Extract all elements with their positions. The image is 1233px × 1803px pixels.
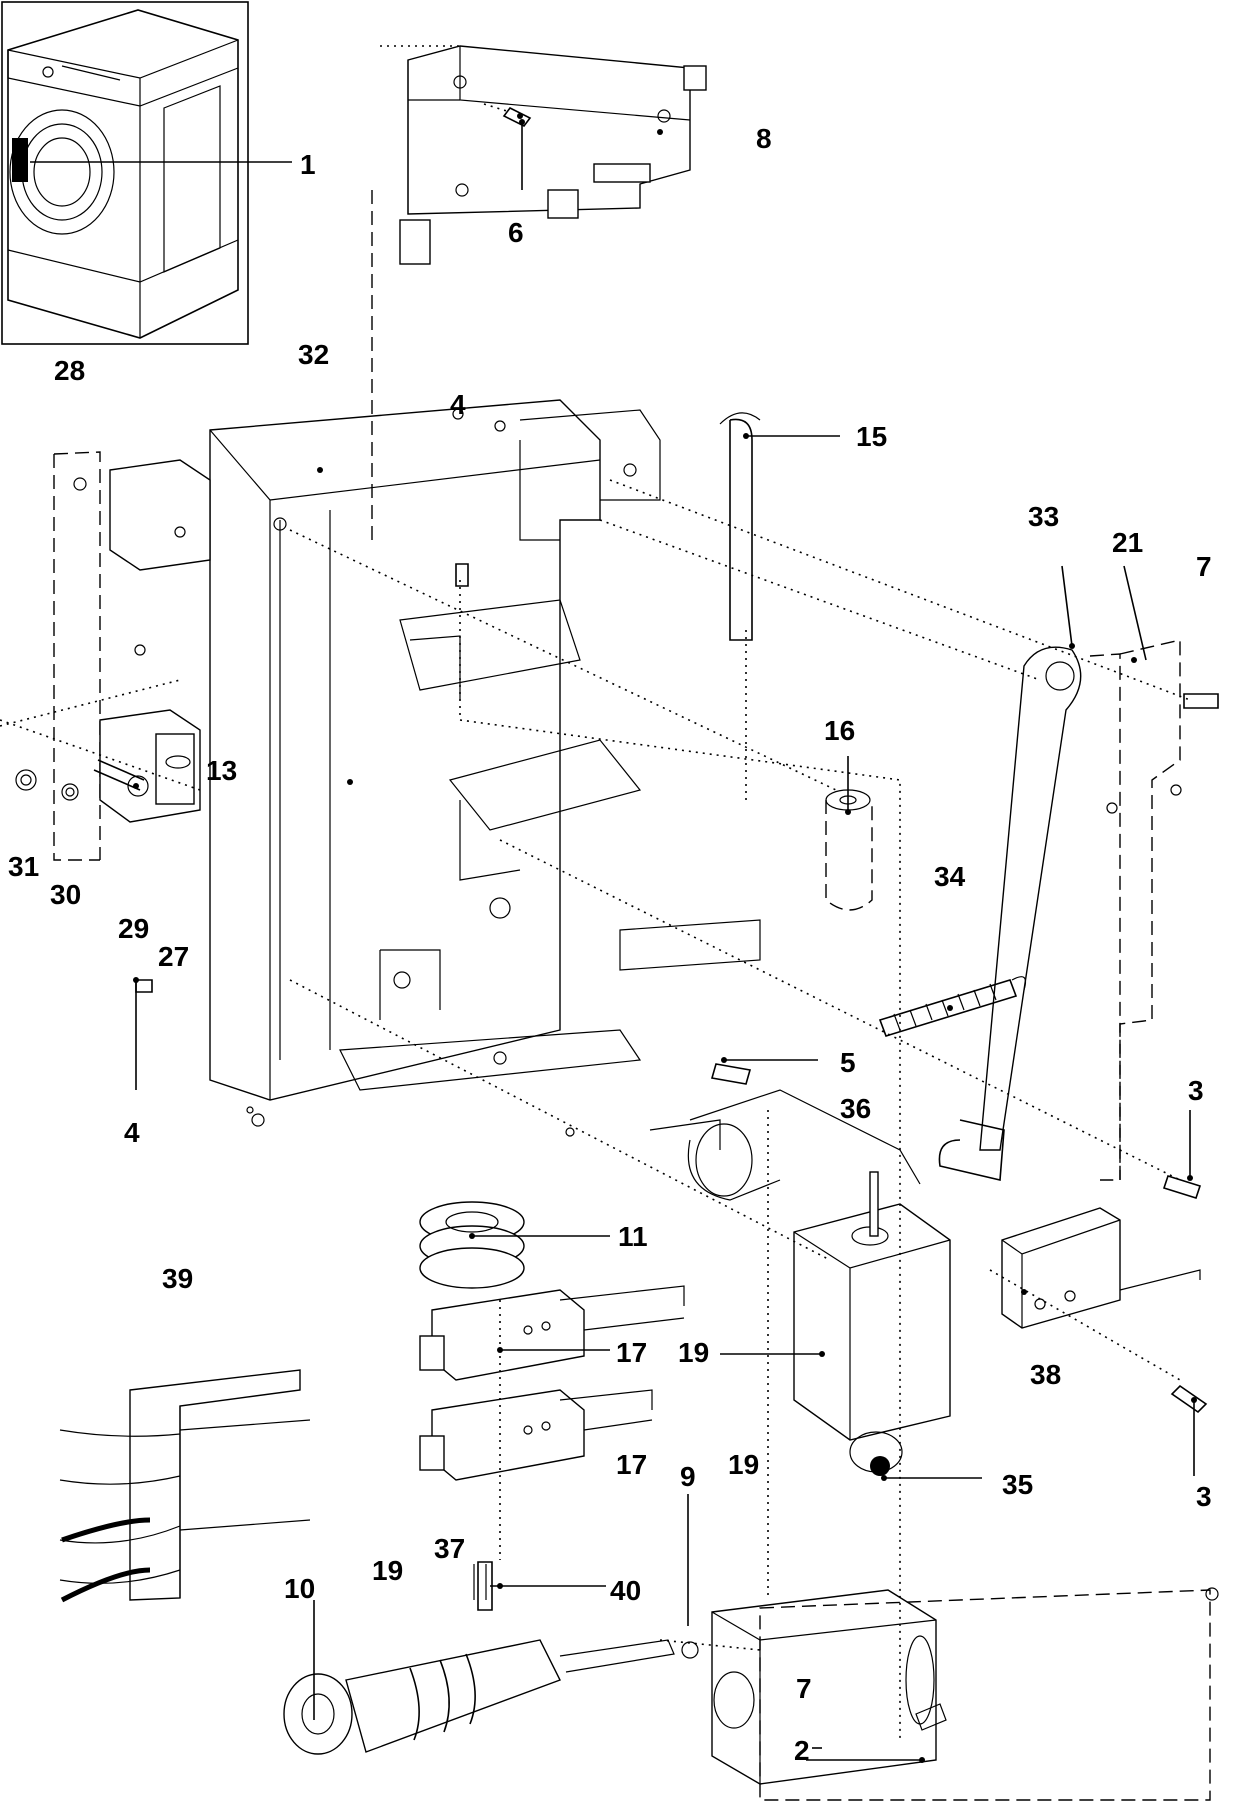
callout-10: 10 (284, 1573, 315, 1604)
callout-38: 38 (1030, 1359, 1061, 1390)
callout-15: 15 (856, 421, 887, 452)
callout-40: 40 (610, 1575, 641, 1606)
part-10-plunger (283, 1561, 699, 1755)
part-7-housing (711, 1589, 937, 1785)
callout-28: 28 (54, 355, 85, 386)
callout-35: 35 (1002, 1469, 1033, 1500)
callout-39: 39 (162, 1263, 193, 1294)
callout-27: 27 (158, 941, 189, 972)
callout-7-bottom: 7 (796, 1673, 812, 1704)
assembly-guide-lines (289, 190, 1191, 1740)
callout-1: 1 (300, 149, 316, 180)
callout-4-left: 4 (124, 1117, 140, 1148)
callout-5: 5 (840, 1047, 856, 1078)
callout-3-lower: 3 (1196, 1481, 1212, 1512)
callout-34: 34 (934, 861, 966, 892)
callout-17-lower: 17 (616, 1449, 647, 1480)
callout-16: 16 (824, 715, 855, 746)
screws (135, 563, 1219, 1414)
callout-19-middle: 19 (728, 1449, 759, 1480)
cable-connector (59, 1369, 311, 1603)
callout-29: 29 (118, 913, 149, 944)
callout-7-top: 7 (1196, 551, 1212, 582)
door-lock-highlight (12, 138, 28, 182)
callout-labels: 1 8 6 28 32 4 15 33 21 7 16 13 31 30 34 … (8, 123, 1212, 1766)
callout-30: 30 (50, 879, 81, 910)
callout-13: 13 (206, 755, 237, 786)
callout-19-right: 19 (678, 1337, 709, 1368)
callout-8: 8 (756, 123, 772, 154)
part-2-base (759, 1587, 1219, 1801)
callout-36: 36 (840, 1093, 871, 1124)
callout-11: 11 (618, 1221, 648, 1252)
part-16-pin (825, 789, 873, 911)
callout-33: 33 (1028, 501, 1059, 532)
callout-19-left: 19 (372, 1555, 403, 1586)
callout-2: 2 (794, 1735, 810, 1766)
appliance-inset (1, 1, 249, 345)
part-11-coil (419, 1201, 525, 1289)
callout-31: 31 (8, 851, 39, 882)
part-33-lever (938, 646, 1082, 1181)
part-17-switches (419, 1285, 685, 1481)
callout-3-upper: 3 (1188, 1075, 1204, 1106)
part-21-plate (1089, 639, 1182, 1181)
part-4-main-frame (209, 399, 761, 1150)
left-bracket-assembly (0, 451, 211, 861)
part-34-spring (878, 976, 1027, 1037)
callout-21: 21 (1112, 527, 1143, 558)
callout-17-upper: 17 (616, 1337, 647, 1368)
part-15-rod (719, 412, 761, 641)
callout-37: 37 (434, 1533, 465, 1564)
part-19-solenoid (687, 1089, 951, 1476)
callout-6: 6 (508, 217, 524, 248)
callout-9: 9 (680, 1461, 696, 1492)
part-8-switch-assembly (380, 45, 707, 265)
callout-32: 32 (298, 339, 329, 370)
callout-4-top: 4 (450, 389, 466, 420)
leader-lines (30, 119, 1197, 1763)
part-38-microswitch (1001, 1207, 1201, 1329)
